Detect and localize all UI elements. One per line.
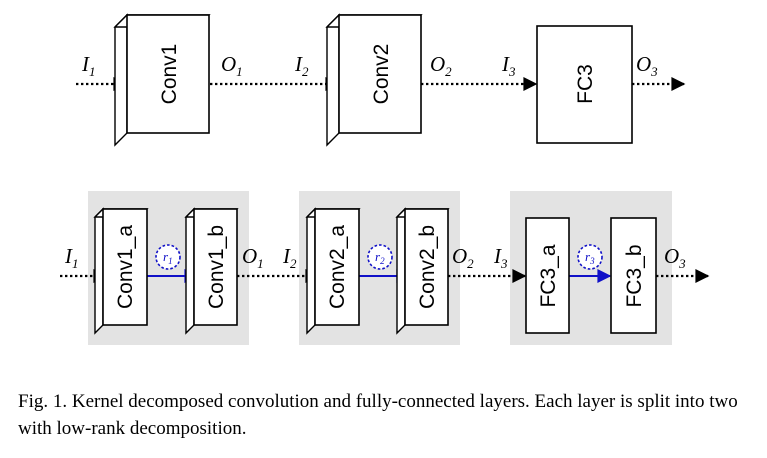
decomposition-diagram: Conv1 Conv2 FC3 I1 O1 I2 O2 I3 O3: [60, 13, 710, 345]
row2-signal-o2: O2: [452, 244, 474, 271]
row1-block-label: FC3: [574, 64, 597, 104]
row2-signal-i1: I1: [64, 244, 79, 271]
rank-badge-2: r2: [367, 244, 393, 270]
row1: Conv1 Conv2 FC3 I1 O1 I2 O2 I3 O3: [76, 13, 686, 147]
block-conv2-b: Conv2_b: [395, 207, 450, 335]
svg-text:r2: r2: [375, 249, 385, 266]
block-label: Conv1_a: [114, 225, 137, 309]
block-label: FC3_b: [623, 244, 646, 307]
row1-signal-i3: I3: [501, 52, 516, 79]
row1-block-label: Conv1: [158, 44, 181, 105]
row1-signal-i1: I1: [81, 52, 96, 79]
row1-block-conv1: Conv1: [113, 13, 211, 147]
block-label: FC3_a: [537, 244, 560, 307]
block-conv2-a: Conv2_a: [305, 207, 361, 335]
row2-signal-o3: O3: [664, 244, 686, 271]
row1-signal-o2: O2: [430, 52, 452, 79]
block-conv1-b: Conv1_b: [184, 207, 239, 335]
block-label: Conv1_b: [205, 225, 228, 309]
block-label: Conv2_b: [416, 225, 439, 309]
rank-badge-1: r1: [155, 244, 181, 270]
row1-signal-i2: I2: [294, 52, 309, 79]
row2-signal-i3: I3: [493, 244, 508, 271]
svg-text:r1: r1: [163, 249, 173, 266]
row1-block-label: Conv2: [370, 44, 393, 105]
row1-block-conv2: Conv2: [325, 13, 423, 147]
row1-signal-o3: O3: [636, 52, 658, 79]
svg-text:r3: r3: [585, 249, 595, 266]
rank-badge-3: r3: [577, 244, 603, 270]
block-conv1-a: Conv1_a: [93, 207, 149, 335]
figure-caption: Fig. 1. Kernel decomposed convolution an…: [18, 391, 738, 439]
row1-block-fc3: FC3: [536, 25, 633, 144]
row2-signal-o1: O1: [242, 244, 264, 271]
block-label: Conv2_a: [326, 225, 349, 309]
block-fc3-a: FC3_a: [525, 217, 570, 334]
row2: Conv1_a Conv1_b r1 Conv2_a Conv2_b r2: [60, 191, 710, 345]
row1-signal-o1: O1: [221, 52, 243, 79]
block-fc3-b: FC3_b: [610, 217, 657, 334]
row2-signal-i2: I2: [282, 244, 297, 271]
